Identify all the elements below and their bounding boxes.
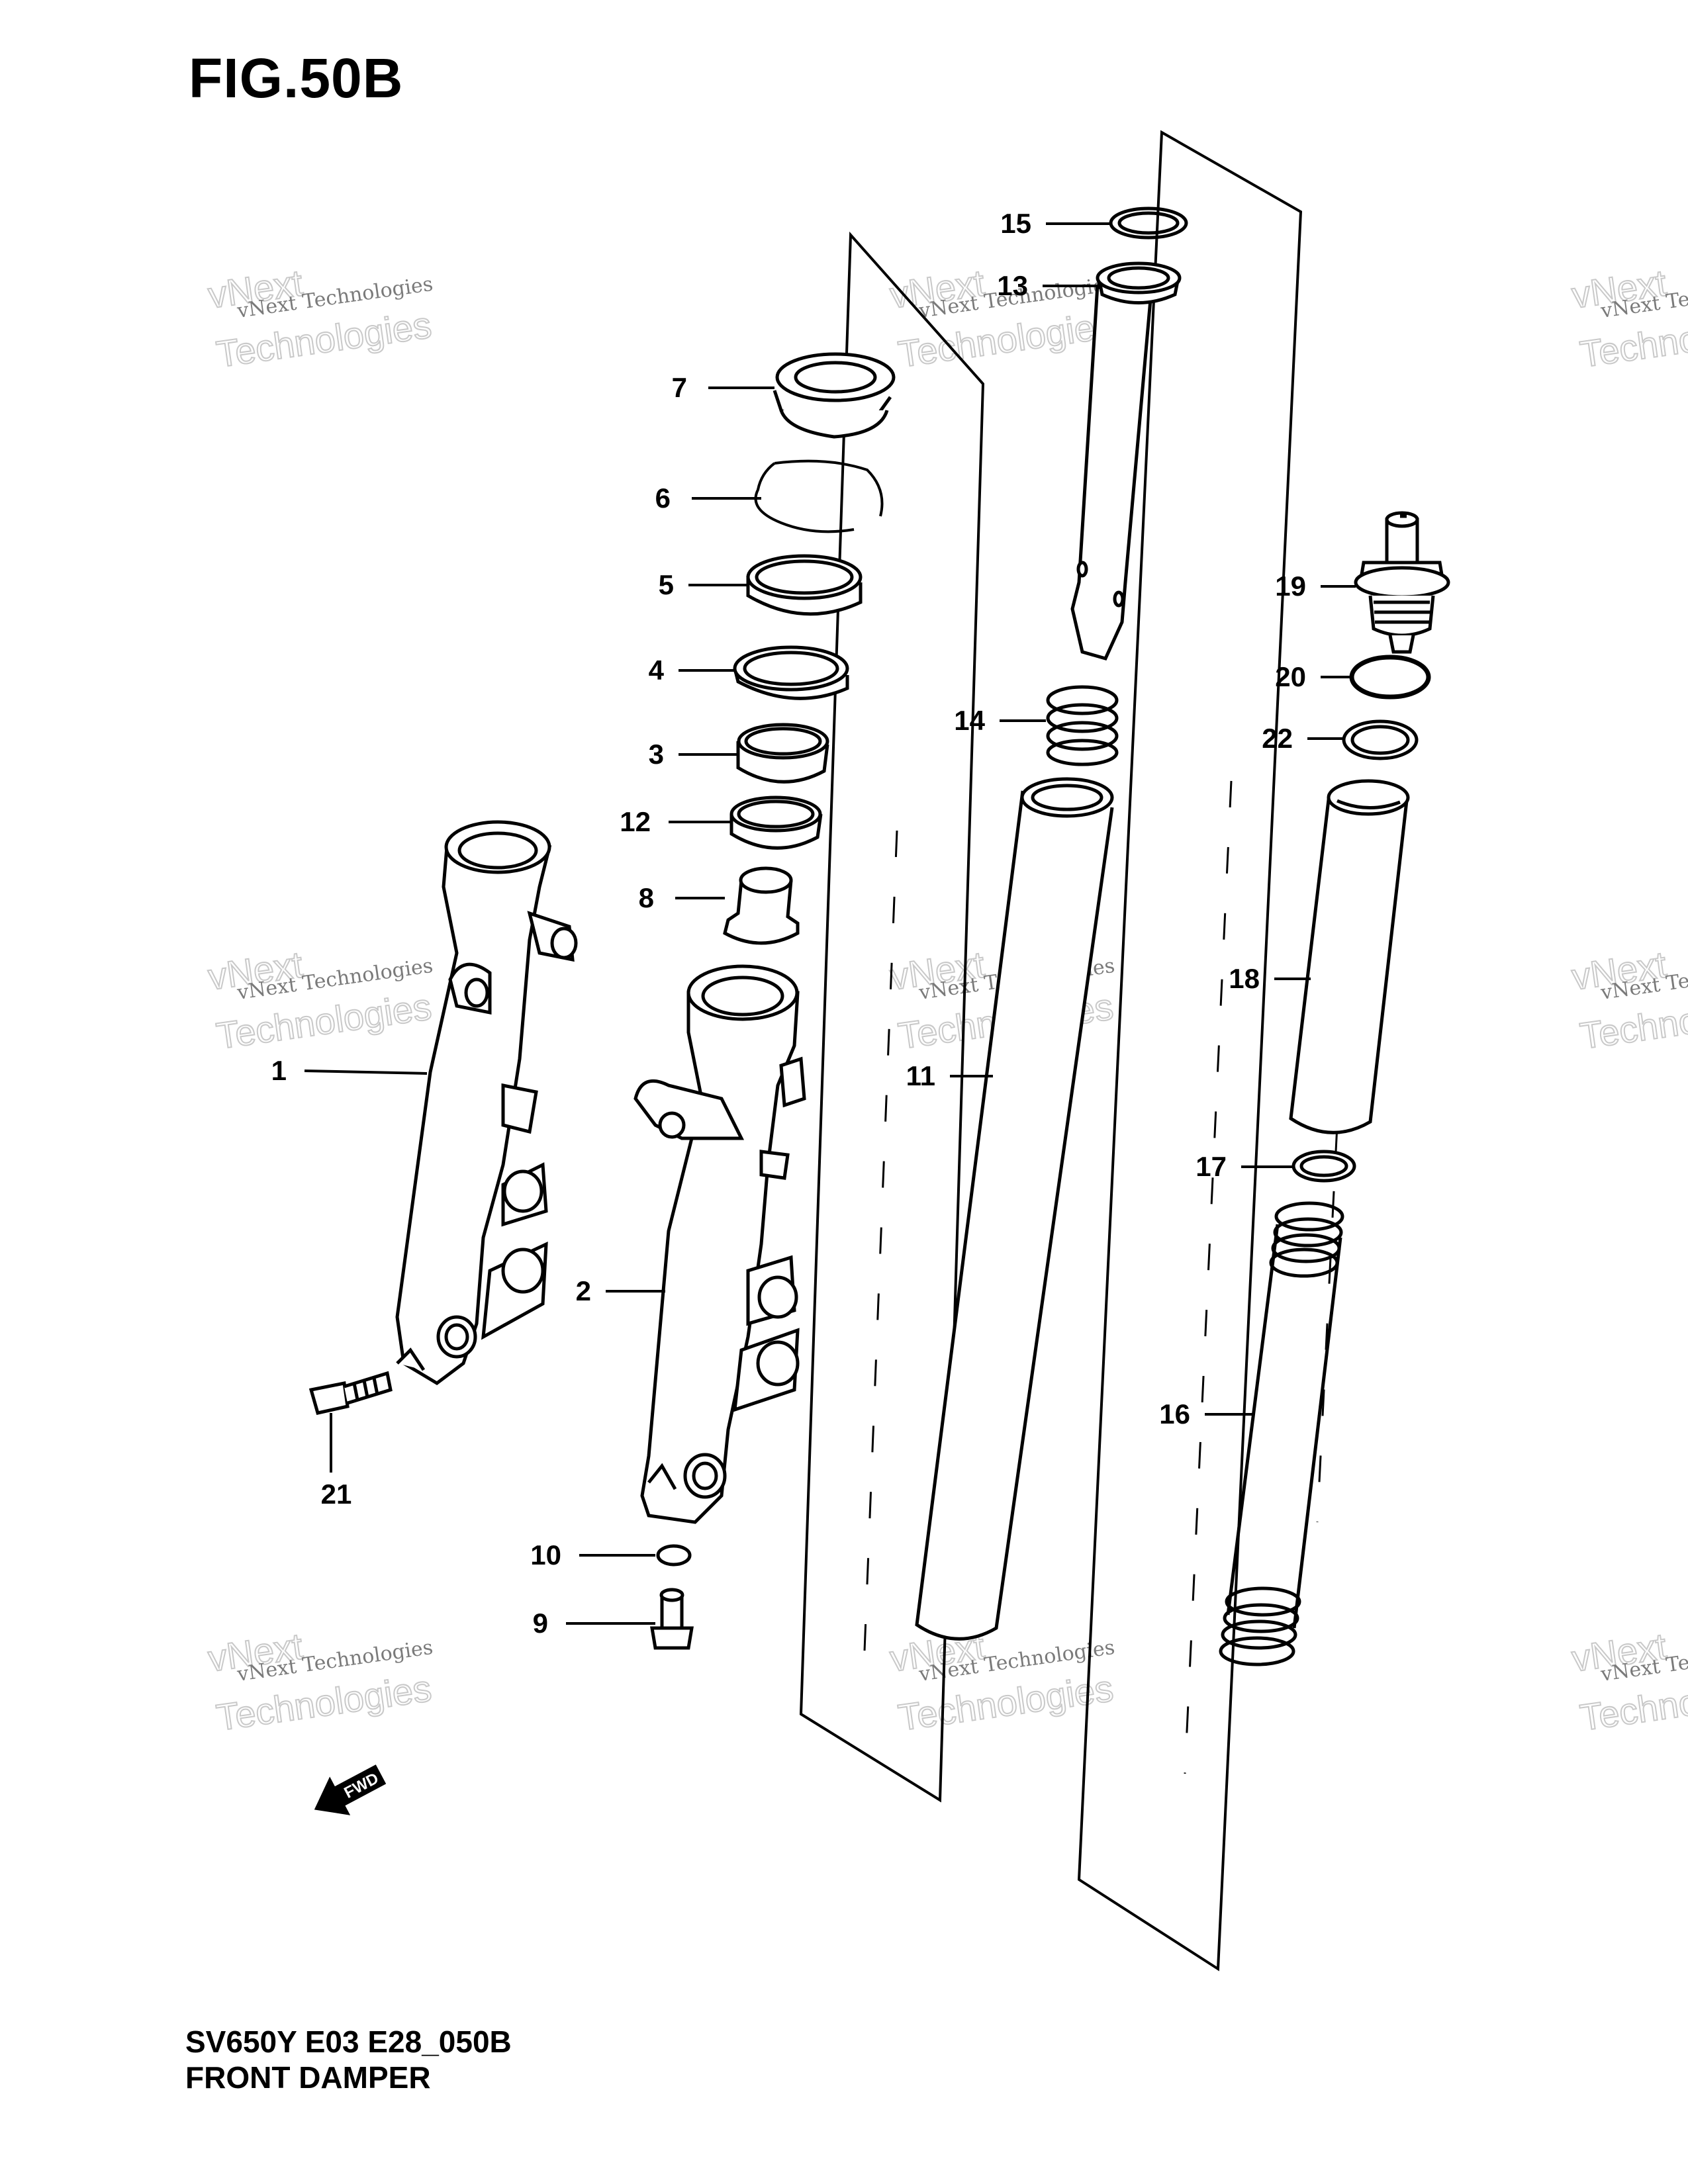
part-fork-spring [1219,1201,1344,1666]
part-bolt-bottom [650,1588,694,1650]
callout-number: 2 [576,1275,591,1306]
part-outer-tube-right [633,964,806,1524]
callout-number: 11 [906,1060,935,1091]
part-inner-tube [915,777,1114,1641]
callout-number: 20 [1275,661,1306,692]
watermark: vNext vNext Technologies Technologies [205,1624,435,1739]
part-rebound-spring [1046,685,1119,766]
assembly-axis [863,830,898,1668]
part-stopper-ring [754,459,884,533]
part-dust-seal [773,352,896,439]
callout-number: 15 [1000,208,1031,239]
assembly-frame-left [799,231,985,1803]
part-spring-seat [1291,1150,1356,1183]
figure-name: FRONT DAMPER [185,2060,431,2095]
callout-number: 6 [655,482,671,514]
part-o-ring-cap [1349,655,1431,700]
callout-number: 21 [321,1479,352,1510]
part-o-ring [1109,206,1188,240]
callout-number: 17 [1196,1151,1227,1182]
part-washer-cap [1342,719,1419,760]
watermark: vNext vNext Technologies Technologies [1569,1624,1688,1739]
part-washer [733,645,849,700]
callout-number: 13 [997,270,1028,301]
callout-number: 9 [533,1608,548,1639]
callout-number: 22 [1262,723,1293,754]
assembly-frame-right [1077,130,1303,1972]
part-spacer [1289,779,1410,1134]
part-piston-ring [1096,261,1182,304]
watermark: vNext vNext Technologies Technologies [1569,261,1688,375]
part-guide-metal-upper [736,723,829,784]
part-gasket [656,1544,692,1567]
callout-number: 7 [672,372,687,403]
forward-direction-arrow: FWD [314,1764,387,1815]
watermark: vNext vNext Technologies Technologies [1569,942,1688,1057]
callout-number: 14 [954,705,985,736]
callout-number: 16 [1159,1398,1190,1430]
assembly-axis [1184,780,1233,1774]
part-guide-metal-lower [729,796,823,850]
callout-number: 18 [1229,963,1260,994]
callout-number: 5 [659,569,674,600]
part-cap-bolt [1354,511,1450,654]
callout-number: 1 [271,1055,287,1086]
watermark: vNext vNext Technologies Technologies [205,261,435,375]
callout-number: 3 [649,739,664,770]
figure-title: FIG.50B [189,47,404,109]
callout-number: 19 [1275,570,1306,602]
callout-number: 10 [530,1539,561,1570]
callout-number: 4 [649,655,665,686]
watermark: vNext vNext Technologies Technologies [205,942,435,1057]
part-oil-lock-piece [723,866,800,945]
part-outer-tube-left [395,820,578,1386]
part-oil-seal [746,554,863,616]
arrow-icon [314,1764,387,1815]
figure-code: SV650Y E03 E28_050B [185,2025,512,2059]
callout-number: 12 [620,806,651,837]
callout-leader-line [304,1069,428,1075]
assembly-axis [1316,1124,1338,1523]
callout-number: 8 [639,882,654,913]
part-bolt-axle [308,1371,393,1415]
watermark: vNext vNext Technologies Technologies [887,261,1117,375]
